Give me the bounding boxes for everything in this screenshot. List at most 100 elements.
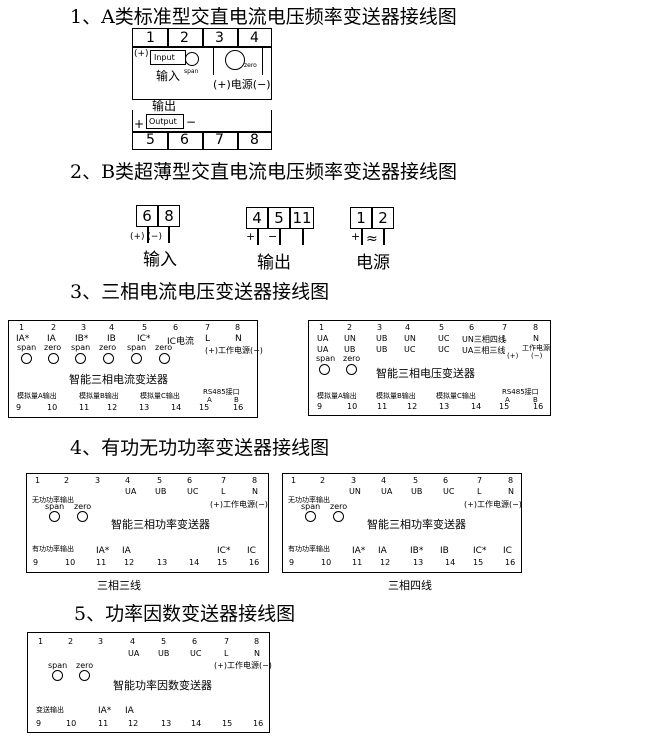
s3l-knob-0 (21, 353, 32, 364)
s5-bot-num-6: 15 (222, 719, 233, 728)
b-out-plus: + (246, 230, 256, 243)
a-term-4: 4 (250, 30, 259, 46)
s4l-bot-label-0: IA* (96, 546, 110, 556)
s4l-top-label-1: UB (155, 487, 167, 496)
s3r-rs485: RS485接口 (502, 388, 539, 396)
s4l-bot-num-5: 14 (189, 558, 200, 567)
s5-top-num-5: 6 (192, 637, 198, 646)
b-output-cn: 输出 (257, 253, 291, 273)
s3r-row1-2: UB (376, 334, 388, 343)
s3r-analog-a: 模拟量A输出 (317, 392, 357, 400)
b-pw-plus: + (351, 230, 361, 243)
s4r-span: span (301, 502, 321, 511)
s4l-top-num-0: 1 (35, 476, 41, 485)
s3r-top-num-5: 6 (469, 323, 475, 332)
s4r-bot-num-5: 14 (445, 558, 456, 567)
s5-zero: zero (76, 661, 94, 670)
s5-bot-num-4: 13 (161, 719, 172, 728)
s4r-bot-label-2: IB* (410, 546, 424, 556)
s3r-plus: (+) (507, 352, 519, 360)
s4l-top-label-2: UC (187, 487, 199, 496)
s3r-row2-5: UA三相三线 (462, 346, 506, 355)
s3l-span-label-4: span (127, 343, 147, 352)
s4l-bot-label-1: IA (122, 546, 131, 556)
b-out-term-4: 4 (246, 207, 268, 229)
s3r-top-num-6: 7 (502, 323, 508, 332)
s4l-power: (+)工作电源(−) (210, 500, 268, 509)
a-term-7: 7 (215, 132, 224, 148)
s4r-power: (+)工作电源(−) (464, 500, 522, 509)
s3l-bot-num-4: 13 (139, 403, 150, 412)
s3l-top-num-2: 3 (81, 323, 87, 332)
s4r-zero: zero (330, 502, 348, 511)
b-power-cn: 电源 (356, 253, 390, 273)
s3r-b: B (533, 396, 538, 404)
s3l-top-num-1: 2 (51, 323, 57, 332)
s4l-out2: 有功功率输出 (32, 545, 74, 553)
s3r-row1-5: UN三相四线 (462, 335, 506, 344)
s5-bot-num-0: 9 (36, 719, 42, 728)
a-term-2: 2 (180, 30, 189, 46)
s3r-top-num-0: 1 (319, 323, 325, 332)
s3r-top-num-2: 3 (377, 323, 383, 332)
s3l-top-label-6: L (205, 334, 211, 344)
s4l-top-num-7: 8 (252, 476, 258, 485)
s4r-out2: 有功功率输出 (288, 545, 330, 553)
b-input-cn: 输入 (143, 250, 177, 270)
s3l-rs485: RS485接口 (203, 388, 240, 396)
s3l-top-num-5: 6 (173, 323, 179, 332)
s3r-row1-4: UC (438, 334, 450, 343)
s3l-top-label-2: IB* (75, 334, 89, 344)
b-pw-ac-symbol: ≈ (366, 231, 378, 247)
s5-bot-num-5: 14 (191, 719, 202, 728)
s3r-minus: (−) (531, 352, 543, 360)
s3l-a: A (207, 396, 212, 404)
s3l-top-label-5: IC电流 (167, 337, 194, 347)
s4r-bot-label-4: IC* (473, 546, 487, 556)
s4l-span: span (45, 502, 65, 511)
s3r-bot-num-3: 12 (407, 402, 418, 411)
section3-title: 3、三相电流电压变送器接线图 (70, 281, 330, 303)
s4l-bot-num-7: 16 (249, 558, 260, 567)
s3r-row1-0: UA (317, 334, 329, 343)
s4r-bot-label-1: IA (378, 546, 387, 556)
s3r-row1-3: UN (404, 334, 416, 343)
s3l-analog-a: 模拟量A输出 (17, 392, 57, 400)
s4l-bot-label-3: IC (247, 546, 256, 556)
s4l-top-num-3: 4 (125, 476, 131, 485)
s3r-row1-7: N (533, 334, 539, 343)
s3r-row2-0: UA (317, 345, 329, 354)
s3r-top-num-7: 8 (533, 323, 539, 332)
s3l-knob-4 (131, 353, 142, 364)
s4r-top-num-4: 5 (413, 476, 419, 485)
a-output-box (146, 114, 184, 129)
a-out-plus: + (134, 117, 145, 131)
s5-zero-knob (79, 670, 90, 681)
s3r-row2-3: UC (404, 345, 416, 354)
s4l-bot-num-3: 12 (124, 558, 135, 567)
s4r-top-label-2: UB (411, 487, 423, 496)
s5-top-label-2: UC (190, 649, 202, 658)
s3r-row2-2: UB (376, 345, 388, 354)
s3r-row1-6: L (502, 334, 507, 343)
s3r-power: 工作电源 (522, 344, 550, 352)
s3l-top-num-4: 5 (142, 323, 148, 332)
s3r-bot-num-6: 15 (499, 402, 510, 411)
s4r-top-num-5: 6 (443, 476, 449, 485)
s3r-span: span (316, 354, 336, 363)
s3r-row2-1: UB (344, 345, 356, 354)
a-input-cn: 输入 (156, 69, 181, 83)
s4r-top-num-0: 1 (291, 476, 297, 485)
s3l-span-label-0: span (17, 343, 37, 352)
s5-top-label-0: UA (128, 649, 140, 658)
s5-top-num-3: 4 (130, 637, 136, 646)
s3r-top-num-1: 2 (347, 323, 353, 332)
s5-bot-label-1: IA (125, 706, 134, 716)
s3l-analog-c: 模拟量C输出 (140, 392, 180, 400)
s4l-center-label: 智能三相功率变送器 (111, 518, 210, 531)
s3r-span-knob (319, 364, 330, 375)
s4r-top-num-2: 3 (351, 476, 357, 485)
s4l-bot-label-2: IC* (217, 546, 231, 556)
